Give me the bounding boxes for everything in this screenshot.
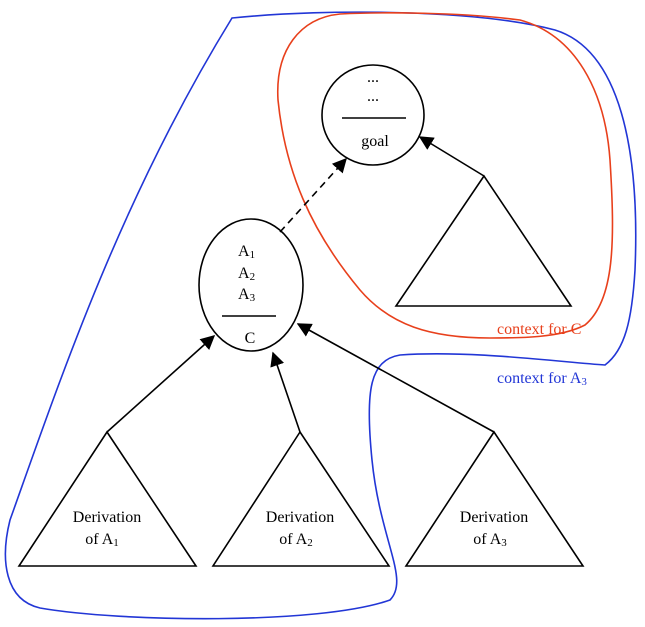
context-a3-label: context for A3 (497, 370, 587, 388)
arrow-derivation-1-to-rule (106, 335, 216, 433)
derivation-1-title: Derivation (73, 509, 141, 526)
rule-premise-a2: A2 (238, 265, 255, 283)
derivation-2-title: Derivation (266, 509, 334, 526)
goal-conclusion: goal (361, 133, 389, 150)
arrow-subtree-to-goal (418, 136, 485, 177)
derivation-triangle-2 (211, 430, 391, 567)
derivation-triangle-3 (404, 430, 585, 567)
derivation-1-of: of A1 (85, 531, 119, 549)
goal-premise-2: ... (367, 88, 379, 105)
derivation-3-of: of A3 (473, 531, 507, 549)
derivation-2-of: of A2 (279, 531, 313, 549)
rule-premise-a3: A3 (238, 286, 256, 304)
goal-node (321, 64, 425, 166)
context-a3-region (4, 11, 637, 620)
context-c-region (277, 12, 614, 339)
arrow-derivation-2-to-rule (270, 351, 301, 433)
derivation-triangle-1 (17, 430, 198, 567)
arrow-derivation-3-to-rule (296, 323, 495, 433)
context-c-label: context for C (497, 321, 581, 338)
rule-premise-a1: A1 (238, 243, 255, 261)
rule-conclusion: C (245, 330, 256, 347)
dashed-arrow-rule-to-goal (279, 157, 347, 233)
goal-subtree-triangle (394, 174, 573, 307)
goal-premise-1: ... (367, 69, 379, 86)
derivation-3-title: Derivation (460, 509, 528, 526)
rule-node (198, 218, 304, 352)
